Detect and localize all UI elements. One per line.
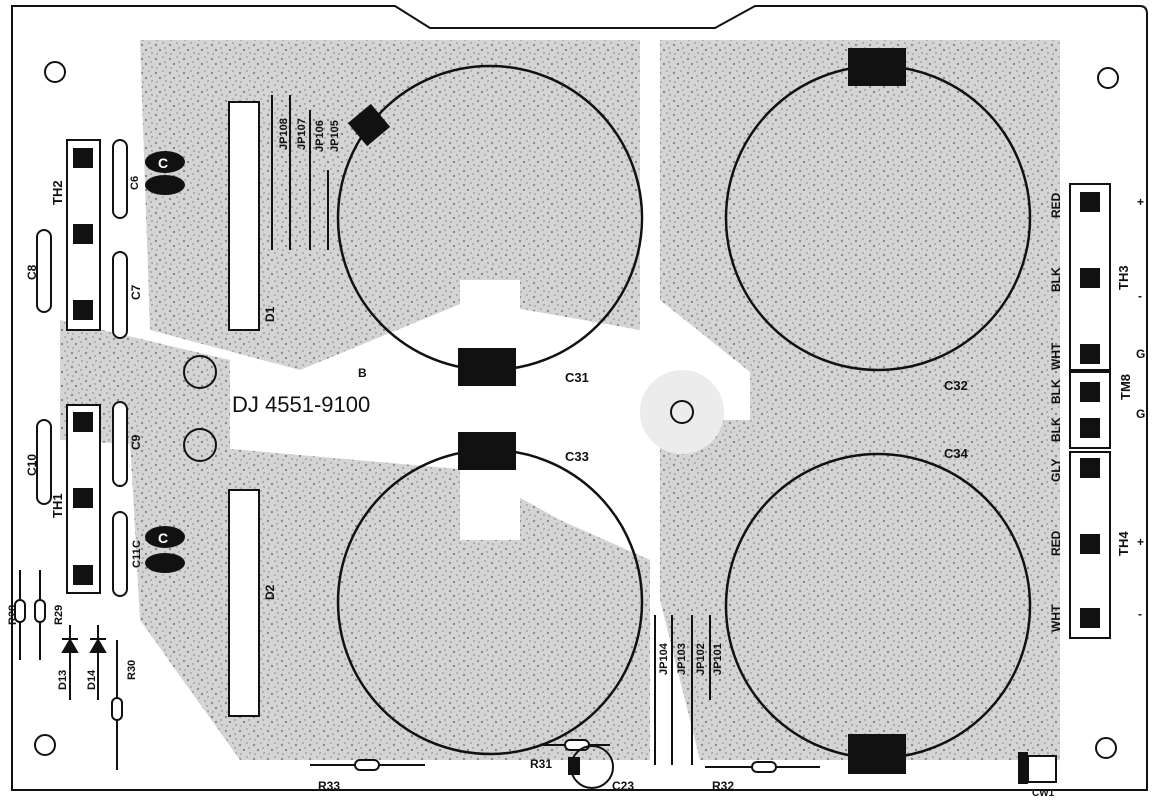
label-r29: R29 xyxy=(53,605,65,625)
label-c-bot: C xyxy=(158,530,168,546)
polarity-plus-top: + xyxy=(1137,195,1144,209)
connector-cw1 xyxy=(1018,752,1057,784)
label-c31: C31 xyxy=(565,370,589,385)
terminal-th2 xyxy=(66,139,101,331)
jumpers-top xyxy=(271,95,329,250)
label-c11: C11 xyxy=(131,548,143,568)
label-jp103: JP103 xyxy=(676,643,688,675)
label-cw1: CW1 xyxy=(1032,788,1055,799)
label-jp105: JP105 xyxy=(329,120,341,152)
resistors xyxy=(14,570,820,773)
label-tm8: TM8 xyxy=(1118,374,1133,400)
mounting-holes xyxy=(34,61,1119,759)
capacitor-c23 xyxy=(568,745,614,789)
diode-d2 xyxy=(228,489,260,717)
terminal-th1 xyxy=(66,404,101,594)
label-c10: C10 xyxy=(25,454,39,476)
label-r33: R33 xyxy=(318,779,340,793)
label-jp108: JP108 xyxy=(278,118,290,150)
polarity-g-mid: G xyxy=(1136,407,1145,421)
capacitor-c31 xyxy=(336,64,644,386)
label-th3: TH3 xyxy=(1116,265,1131,290)
polarity-minus-top: - xyxy=(1138,289,1142,303)
wire-label-blk-mid2: BLK xyxy=(1049,417,1063,442)
terminal-th4 xyxy=(1069,451,1111,639)
label-d2: D2 xyxy=(263,584,277,600)
label-jp106: JP106 xyxy=(314,120,326,152)
label-d1: D1 xyxy=(263,306,277,322)
label-c-bot2: C xyxy=(131,540,143,548)
wire-label-blk-mid1: BLK xyxy=(1049,379,1063,404)
capacitor-c34 xyxy=(724,452,1032,774)
label-c7: C7 xyxy=(129,284,143,300)
label-jp107: JP107 xyxy=(296,118,308,150)
label-r32: R32 xyxy=(712,779,734,793)
polarity-plus-bot: + xyxy=(1137,535,1144,549)
label-jp101: JP101 xyxy=(712,643,724,675)
label-d13: D13 xyxy=(57,670,69,690)
small-capacitors xyxy=(36,139,128,597)
label-c33: C33 xyxy=(565,449,589,464)
wire-label-gly: GLY xyxy=(1049,458,1063,482)
label-c9: C9 xyxy=(129,434,143,450)
label-c32: C32 xyxy=(944,378,968,393)
polarity-g-top: G xyxy=(1136,347,1145,361)
label-r28: R28 xyxy=(7,605,19,625)
terminal-tm8 xyxy=(1069,371,1111,449)
oval-pads xyxy=(145,151,185,573)
diode-d1 xyxy=(228,101,260,331)
label-th2: TH2 xyxy=(50,180,65,205)
terminal-th3 xyxy=(1069,183,1111,371)
label-jp102: JP102 xyxy=(695,643,707,675)
label-c6: C6 xyxy=(129,176,141,190)
label-r30: R30 xyxy=(126,660,138,680)
traces xyxy=(230,280,724,540)
label-th1: TH1 xyxy=(50,493,65,518)
wire-label-blk-top: BLK xyxy=(1049,267,1063,292)
polarity-minus-bot: - xyxy=(1138,607,1142,621)
label-th4: TH4 xyxy=(1116,531,1131,556)
capacitor-c32 xyxy=(724,48,1032,372)
label-c34: C34 xyxy=(944,446,969,461)
label-r31: R31 xyxy=(530,757,552,771)
diodes-d13-d14 xyxy=(61,625,107,700)
part-number-label: DJ 4551-9100 xyxy=(232,392,370,417)
label-jp104: JP104 xyxy=(658,642,670,675)
label-b: B xyxy=(358,366,367,380)
wire-label-wht-top: WHT xyxy=(1049,342,1063,370)
wire-label-wht-bot: WHT xyxy=(1049,604,1063,632)
wire-label-red-bot: RED xyxy=(1049,530,1063,556)
label-c-top: C xyxy=(158,155,168,171)
jumpers-bottom xyxy=(654,615,711,765)
label-c23: C23 xyxy=(612,779,634,793)
capacitor-c33 xyxy=(336,432,644,756)
label-d14: D14 xyxy=(86,669,98,690)
label-c8: C8 xyxy=(25,264,39,280)
wire-label-red-top: RED xyxy=(1049,192,1063,218)
